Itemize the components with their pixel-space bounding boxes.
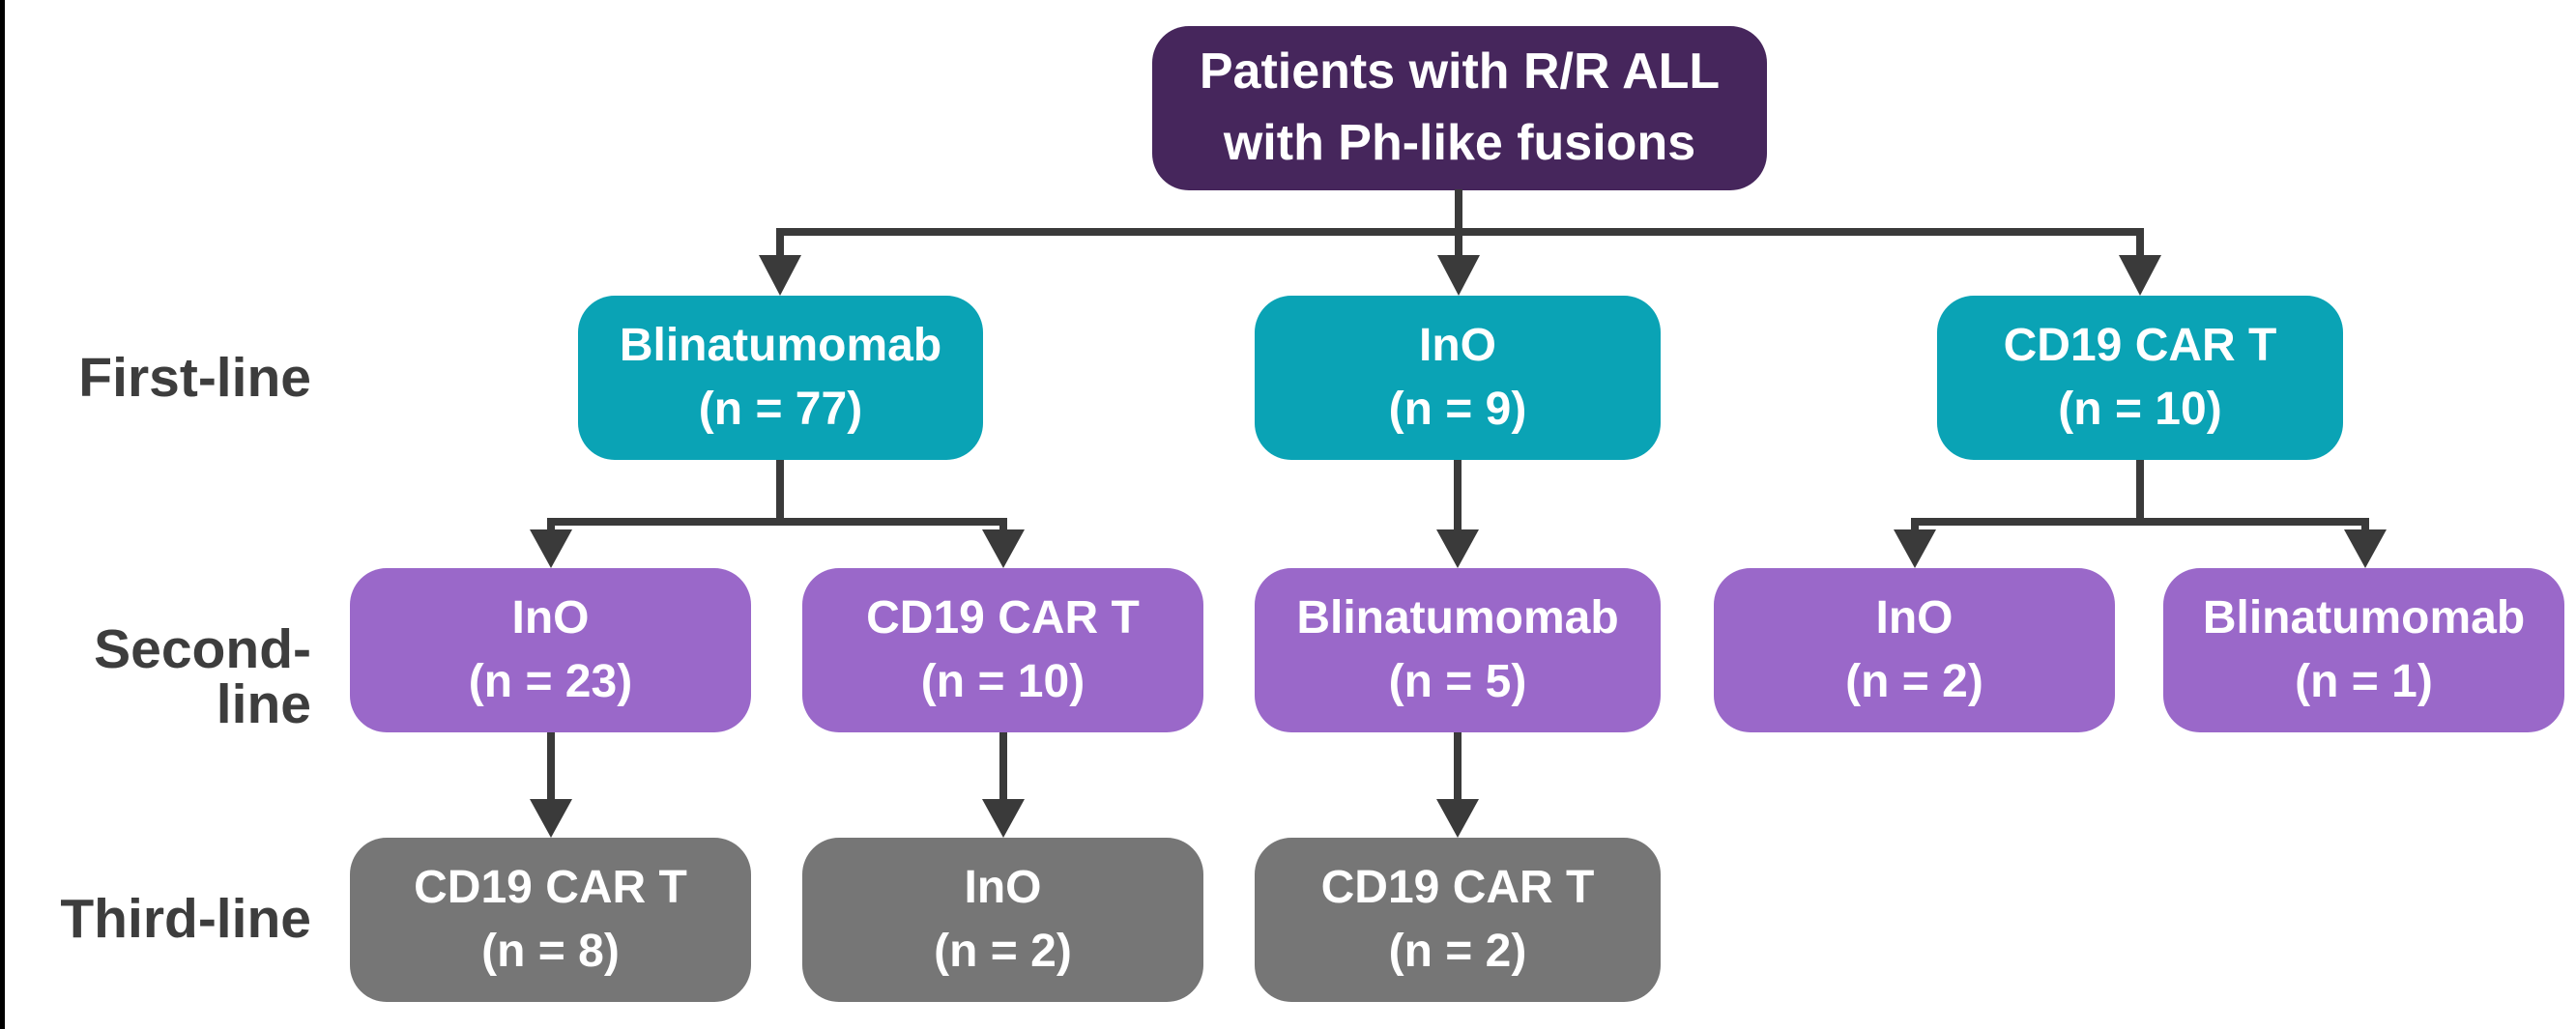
node-third-line-cd19-car-t-2: CD19 CAR T (n = 2)	[1255, 838, 1661, 1002]
connector-cart10-stem	[2136, 460, 2144, 526]
connector-cart10-crossbar	[1911, 518, 2369, 526]
row-label-third-line: Third-line	[60, 888, 311, 950]
arrowhead-down-icon	[759, 255, 801, 296]
node-name: CD19 CAR T	[414, 861, 687, 913]
node-name: InO	[1875, 591, 1954, 643]
row-label-first-line: First-line	[78, 347, 311, 409]
node-count: (n = 9)	[1388, 384, 1527, 435]
node-root-line1: Patients with R/R ALL	[1199, 43, 1721, 100]
node-root-patients: Patients with R/R ALL with Ph-like fusio…	[1152, 26, 1767, 190]
node-count: (n = 8)	[481, 926, 620, 977]
node-count: (n = 10)	[920, 656, 1085, 707]
node-third-line-cd19-car-t-8: CD19 CAR T (n = 8)	[350, 838, 751, 1002]
node-name: Blinatumomab	[619, 319, 942, 371]
node-root-line2: with Ph-like fusions	[1223, 115, 1696, 171]
connector-root-drop-mid	[1455, 236, 1462, 259]
node-count: (n = 77)	[698, 384, 863, 435]
arrowhead-down-icon	[1436, 799, 1479, 838]
node-first-line-cd19-car-t: CD19 CAR T (n = 10)	[1937, 296, 2343, 460]
connector-root-drop-right	[2136, 236, 2144, 259]
arrowhead-down-icon	[530, 529, 572, 568]
arrowhead-down-icon	[1437, 255, 1480, 296]
left-edge-bar	[0, 0, 5, 1029]
node-name: InO	[1419, 319, 1496, 371]
arrowhead-down-icon	[1894, 529, 1936, 568]
node-count: (n = 1)	[2295, 656, 2433, 707]
node-third-line-ino-2: InO (n = 2)	[802, 838, 1203, 1002]
arrowhead-down-icon	[2119, 255, 2161, 296]
connector-cart10b-stem	[999, 732, 1007, 801]
node-count: (n = 2)	[934, 926, 1072, 977]
node-name: CD19 CAR T	[866, 591, 1140, 643]
node-second-line-ino-2: InO (n = 2)	[1714, 568, 2115, 732]
node-second-line-ino-23: InO (n = 23)	[350, 568, 751, 732]
node-count: (n = 5)	[1388, 656, 1527, 707]
node-name: InO	[511, 591, 590, 643]
node-count: (n = 23)	[468, 656, 633, 707]
connector-root-drop-left	[776, 236, 784, 259]
row-label-second-line: Second-line	[94, 618, 311, 735]
node-name: Blinatumomab	[1296, 591, 1619, 643]
connector-blina77-stem	[776, 460, 784, 526]
connector-root-stem	[1455, 189, 1462, 236]
node-count: (n = 2)	[1388, 926, 1527, 977]
node-name: CD19 CAR T	[2003, 319, 2277, 371]
connector-blina77-crossbar	[547, 518, 1007, 526]
node-second-line-blinatumomab-1: Blinatumomab (n = 1)	[2163, 568, 2564, 732]
arrowhead-down-icon	[982, 529, 1025, 568]
node-second-line-cd19-car-t-10: CD19 CAR T (n = 10)	[802, 568, 1203, 732]
connector-ino9-stem	[1454, 460, 1462, 531]
arrowhead-down-icon	[2344, 529, 2387, 568]
node-second-line-blinatumomab-5: Blinatumomab (n = 5)	[1255, 568, 1661, 732]
node-name: CD19 CAR T	[1320, 861, 1595, 913]
node-count: (n = 10)	[2058, 384, 2222, 435]
connector-ino23-stem	[547, 732, 555, 801]
arrowhead-down-icon	[982, 799, 1025, 838]
arrowhead-down-icon	[530, 799, 572, 838]
node-name: InO	[964, 861, 1042, 913]
connector-root-crossbar	[776, 228, 2144, 236]
node-first-line-blinatumomab: Blinatumomab (n = 77)	[578, 296, 983, 460]
node-name: Blinatumomab	[2202, 591, 2526, 643]
arrowhead-down-icon	[1436, 529, 1479, 568]
node-count: (n = 2)	[1845, 656, 1983, 707]
node-first-line-ino: InO (n = 9)	[1255, 296, 1661, 460]
connector-blina5-stem	[1454, 732, 1462, 801]
